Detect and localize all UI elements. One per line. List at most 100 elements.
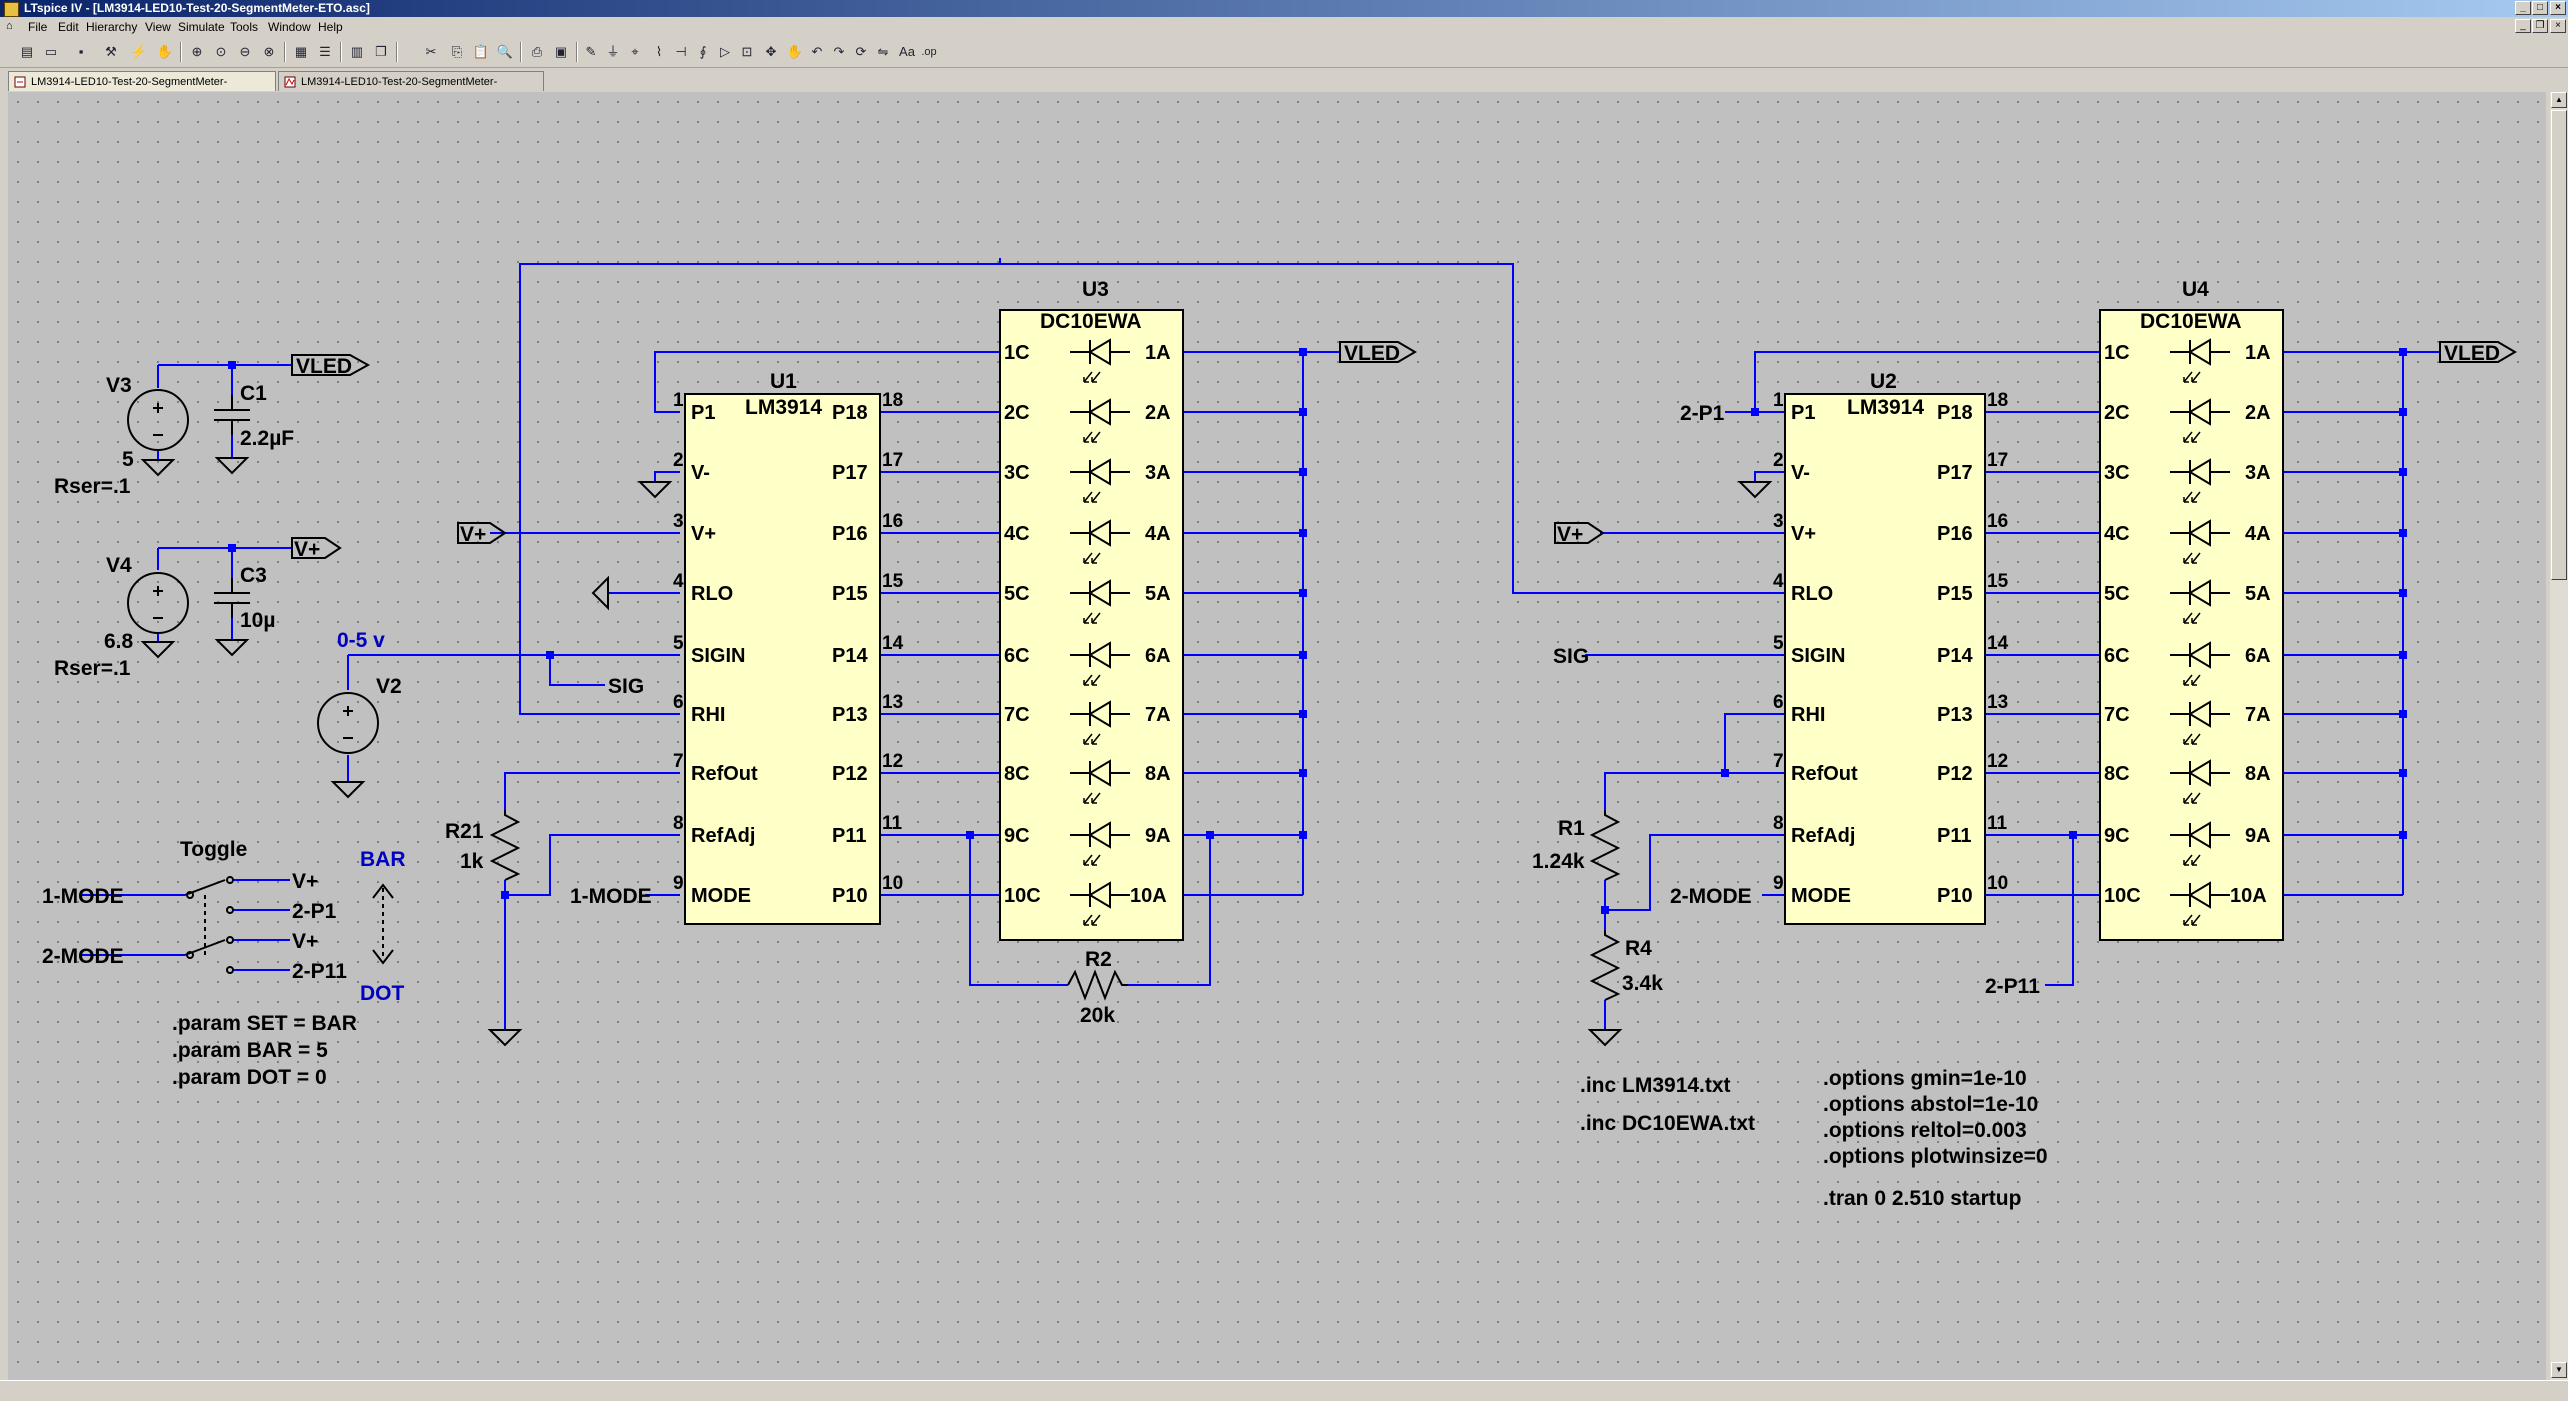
mdi-restore-button[interactable]: ❐ xyxy=(2532,19,2548,33)
u3-4C: 4C xyxy=(1004,523,1030,545)
led-diode xyxy=(1070,398,1130,443)
led-diode xyxy=(1070,700,1130,745)
u4-8A: 8A xyxy=(2245,763,2271,785)
autorange-icon[interactable]: ▦ xyxy=(294,44,308,59)
u2-body[interactable] xyxy=(1784,393,1986,925)
u1-pin-13-name: P13 xyxy=(832,704,868,726)
u4-10C: 10C xyxy=(2104,885,2141,907)
zoom-pan-icon[interactable]: ⊙ xyxy=(215,44,227,59)
mdi-minimize-button[interactable]: _ xyxy=(2515,19,2531,33)
mirror-icon[interactable]: ⇋ xyxy=(877,44,889,59)
u2-pin-9-name: MODE xyxy=(1791,885,1851,907)
options-abstol: .options abstol=1e-10 xyxy=(1823,1093,2038,1116)
label-net-icon[interactable]: ⌖ xyxy=(631,44,639,59)
u4-4A: 4A xyxy=(2245,523,2271,545)
mode1-label-u1: 1-MODE xyxy=(570,885,652,908)
inductor-icon[interactable]: ∮ xyxy=(699,44,707,59)
menu-file[interactable]: File xyxy=(28,20,48,34)
undo-icon[interactable]: ↶ xyxy=(811,44,823,59)
diode-icon[interactable]: ▷ xyxy=(720,44,730,59)
u2-pin-4-num: 4 xyxy=(1773,571,1784,592)
sig-label-u1: SIG xyxy=(608,675,644,698)
menu-edit[interactable]: Edit xyxy=(58,20,79,34)
move-icon[interactable]: ✥ xyxy=(765,44,777,59)
resistor-icon[interactable]: ⌇ xyxy=(655,44,663,59)
redo-icon[interactable]: ↷ xyxy=(833,44,845,59)
u2-pin-11-num: 11 xyxy=(1987,813,2008,834)
wire-icon[interactable]: ✎ xyxy=(585,44,597,59)
zoom-fit-icon[interactable]: ⊗ xyxy=(263,44,275,59)
menu-hierarchy[interactable]: Hierarchy xyxy=(86,20,138,34)
u1-pin-15-name: P15 xyxy=(832,583,868,605)
u4-8C: 8C xyxy=(2104,763,2130,785)
led-diode xyxy=(2170,398,2230,443)
halt-icon[interactable]: ✋ xyxy=(156,44,174,59)
u2-pin-6-num: 6 xyxy=(1773,692,1784,713)
u4-labels: U4 DC10EWA xyxy=(2140,278,2242,333)
text-icon[interactable]: Aa xyxy=(899,44,915,59)
mdi-doc-icon[interactable]: ⌂ xyxy=(6,20,13,32)
scroll-thumb[interactable] xyxy=(2551,110,2567,580)
u1-pin-2-num: 2 xyxy=(673,450,684,471)
save-icon[interactable]: ▪ xyxy=(78,44,84,59)
u2-pin-10-num: 10 xyxy=(1987,873,2008,894)
waveform-tab-icon xyxy=(284,76,296,88)
tran-directive: .tran 0 2.510 startup xyxy=(1823,1187,2021,1210)
u1-body[interactable] xyxy=(684,393,881,925)
spice-directive-icon[interactable]: .op xyxy=(921,46,937,58)
minimize-button[interactable]: _ xyxy=(2515,1,2531,15)
component-icon[interactable]: ⊡ xyxy=(741,44,753,59)
tab-schematic[interactable]: LM3914-LED10-Test-20-SegmentMeter-ETO.as… xyxy=(8,71,276,108)
capacitor-icon[interactable]: ⊣ xyxy=(675,44,687,59)
print-icon[interactable]: ⎙ xyxy=(531,44,543,59)
control-panel-icon[interactable]: ⚒ xyxy=(105,44,117,59)
u2-pin-18-num: 18 xyxy=(1987,390,2008,411)
u4-part: DC10EWA xyxy=(2140,310,2242,333)
tile-horizontal-icon[interactable]: ☰ xyxy=(319,44,331,59)
copy-icon[interactable]: ⎘ xyxy=(451,44,463,59)
u2-u4-wires xyxy=(1985,351,2440,986)
menu-help[interactable]: Help xyxy=(318,20,343,34)
u3-2C: 2C xyxy=(1004,402,1030,424)
u1-pin-10-num: 10 xyxy=(882,873,903,894)
find-icon[interactable]: 🔍 xyxy=(496,44,514,59)
print-preview-icon[interactable]: ▣ xyxy=(554,44,568,59)
p1-2-label: 2-P1 xyxy=(1680,402,1725,425)
paste-icon[interactable]: 📋 xyxy=(472,44,490,59)
menu-tools[interactable]: Tools xyxy=(230,20,259,34)
vled-label-left: VLED xyxy=(296,355,352,378)
maximize-button[interactable]: □ xyxy=(2532,1,2548,15)
zoom-out-icon[interactable]: ⊖ xyxy=(239,44,251,59)
tile-vertical-icon[interactable]: ▥ xyxy=(350,44,364,59)
ground-icon[interactable]: ⏚ xyxy=(606,44,620,59)
open-icon[interactable]: ▭ xyxy=(44,44,58,59)
close-button[interactable]: × xyxy=(2550,1,2566,15)
u2-pin-3-num: 3 xyxy=(1773,511,1784,532)
menu-simulate[interactable]: Simulate xyxy=(178,20,225,34)
new-schematic-icon[interactable]: ▤ xyxy=(20,44,34,59)
vled-label-u4: VLED xyxy=(2444,342,2500,365)
zoom-in-icon[interactable]: ⊕ xyxy=(191,44,203,59)
u4-10A: 10A xyxy=(2230,885,2267,907)
u2-pin-13-name: P13 xyxy=(1937,704,1973,726)
u1-pin-14-num: 14 xyxy=(882,633,904,654)
u1-pin-10-name: P10 xyxy=(832,885,868,907)
drag-icon[interactable]: ✋ xyxy=(786,44,804,59)
rotate-icon[interactable]: ⟳ xyxy=(855,44,867,59)
u4-7C: 7C xyxy=(2104,704,2130,726)
u1-part: LM3914 xyxy=(745,396,822,419)
toggle-dot: DOT xyxy=(360,982,405,1005)
menu-window[interactable]: Window xyxy=(268,20,311,34)
cascade-icon[interactable]: ❐ xyxy=(375,44,387,59)
mdi-close-button[interactable]: × xyxy=(2550,19,2566,33)
menu-view[interactable]: View xyxy=(145,20,171,34)
c3-ref: C3 xyxy=(240,564,267,587)
led-diode xyxy=(2170,579,2230,624)
run-icon[interactable]: ⚡ xyxy=(130,44,148,59)
vertical-scrollbar[interactable]: ▲ ▼ xyxy=(2550,92,2568,1380)
u4-9A: 9A xyxy=(2245,825,2271,847)
scroll-up-arrow[interactable]: ▲ xyxy=(2551,92,2567,108)
cut-icon[interactable]: ✂ xyxy=(425,44,437,59)
scroll-down-arrow[interactable]: ▼ xyxy=(2551,1362,2567,1378)
